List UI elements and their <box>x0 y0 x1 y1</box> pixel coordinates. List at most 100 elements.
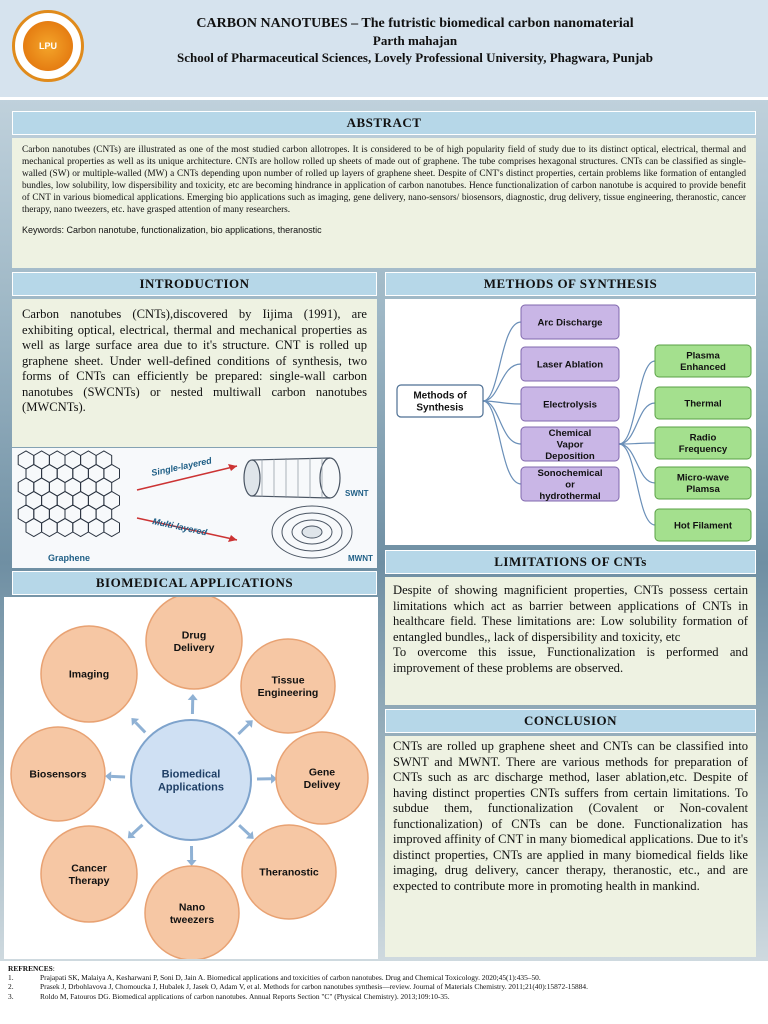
method-box <box>520 346 620 382</box>
connector-line <box>618 443 656 526</box>
center-node-label: Applications <box>158 781 224 793</box>
connector-line <box>618 402 656 445</box>
application-label: Cancer <box>71 862 107 874</box>
arrowhead <box>245 720 253 728</box>
poster-title: CARBON NANOTUBES – The futristic biomedi… <box>196 16 634 31</box>
graphene-sheet <box>17 450 120 538</box>
connector-line <box>482 321 522 402</box>
method-label: Chemical <box>549 428 592 439</box>
method-box <box>520 426 620 462</box>
arrow-shaft <box>111 774 126 779</box>
hexagon-cell <box>103 517 120 538</box>
conclusion-text: CNTs are rolled up graphene sheet and CN… <box>385 736 756 957</box>
application-node <box>40 625 138 723</box>
hexagon-cell <box>56 517 74 538</box>
cvd-type-box <box>654 386 752 420</box>
cvd-type-label: Micro-wave <box>677 473 729 484</box>
multi-layered-label: Multi-layered <box>152 516 209 537</box>
hexagon-cell <box>87 517 105 538</box>
logo-emblem: LPU <box>23 21 73 71</box>
cvd-type-label: Frequency <box>679 444 728 455</box>
school-name: School of Pharmaceutical Sciences, Lovel… <box>176 50 654 65</box>
abstract-panel: Carbon nanotubes (CNTs) are illustrated … <box>12 138 756 268</box>
reference-text: Roldo M, Fatouros DG. Biomedical applica… <box>40 991 450 1001</box>
arrow-shaft <box>131 823 144 836</box>
references-heading: REFRENCES <box>8 964 53 973</box>
method-label: or <box>565 479 575 490</box>
method-label: Sonochemical <box>537 468 602 479</box>
cvd-type-label: Hot Filament <box>674 520 733 531</box>
hexagon-cell <box>25 517 43 538</box>
arrowhead <box>127 830 136 839</box>
reference-text: Prajapati SK, Malaiya A, Kesharwani P, S… <box>40 973 541 983</box>
mwnt-tube <box>271 505 353 559</box>
center-node <box>130 719 252 841</box>
cvd-type-box <box>654 466 752 500</box>
application-label: Engineering <box>258 687 319 699</box>
poster-header: LPU CARBON NANOTUBES – The futristic bio… <box>0 0 768 100</box>
connector-line <box>482 400 522 485</box>
application-label: tweezers <box>170 914 215 926</box>
application-label: Therapy <box>69 875 110 887</box>
method-label: Laser Ablation <box>537 359 603 370</box>
cvd-type-label: Plamsa <box>686 484 720 495</box>
method-box <box>520 304 620 340</box>
arrowhead <box>105 771 112 782</box>
arrowhead <box>228 535 237 542</box>
application-node <box>240 638 336 734</box>
limitations-heading: LIMITATIONS OF CNTs <box>385 550 756 574</box>
swnt-tube <box>243 457 341 499</box>
introduction-heading: INTRODUCTION <box>12 272 377 296</box>
connector-line <box>618 360 656 445</box>
method-label: hydrothermal <box>539 491 600 502</box>
cvd-type-label: Enhanced <box>680 362 726 373</box>
references: REFRENCES: 1.Prajapati SK, Malaiya A, Ke… <box>0 961 768 1024</box>
arrow-shaft <box>238 824 251 836</box>
connector-line <box>482 400 522 405</box>
method-box <box>520 466 620 502</box>
method-box <box>520 386 620 422</box>
application-node <box>40 825 138 923</box>
arrowhead <box>270 773 277 784</box>
mwnt-label: MWNT <box>348 554 373 563</box>
methods-root-label: Methods of <box>413 391 467 402</box>
swnt-label: SWNT <box>345 489 369 498</box>
reference-number: 1. <box>8 973 14 983</box>
multi-layer-arrow <box>136 517 238 541</box>
application-label: Drug <box>182 629 207 641</box>
cvd-type-box <box>654 344 752 378</box>
introduction-text: Carbon nanotubes (CNTs),discovered by Ii… <box>12 299 377 447</box>
cvd-type-label: Thermal <box>684 398 721 409</box>
cvd-type-box <box>654 508 752 542</box>
method-label: Arc Discharge <box>537 317 602 328</box>
author-name: Parth mahajan <box>372 33 458 48</box>
reference-number: 2. <box>8 982 14 992</box>
application-node <box>275 731 369 825</box>
application-label: Nano <box>179 901 205 913</box>
reference-item: 3. Roldo M, Fatouros DG. Biomedical appli… <box>8 992 760 1001</box>
connector-line <box>482 400 522 445</box>
abstract-text: Carbon nanotubes (CNTs) are illustrated … <box>22 145 746 215</box>
connector-line <box>618 443 656 484</box>
reference-number: 3. <box>8 991 14 1001</box>
arrow-shaft <box>237 723 250 736</box>
reference-item: 1. Prajapati SK, Malaiya A, Kesharwani P,… <box>8 973 760 982</box>
methods-root-box <box>396 384 484 418</box>
conclusion-heading: CONCLUSION <box>385 709 756 733</box>
graphene-label: Graphene <box>48 553 90 563</box>
application-label: Delivery <box>174 642 215 654</box>
reference-text: Prasek J, Drbohlavova J, Chomoucka J, Hu… <box>40 982 588 992</box>
application-label: Imaging <box>69 669 109 681</box>
arrowhead <box>186 860 197 866</box>
graphene-nanotube-figure: Graphene Single-layered Multi-layered SW… <box>12 448 377 568</box>
application-label: Delivey <box>304 779 341 791</box>
application-label: Tissue <box>271 674 304 686</box>
limitations-panel: Despite of showing magnificient properti… <box>385 577 756 705</box>
method-label: Vapor <box>557 439 584 450</box>
cvd-type-box <box>654 426 752 460</box>
limitations-text-2: To overcome this issue, Functionalizatio… <box>393 645 748 675</box>
methods-root-label: Synthesis <box>416 403 464 414</box>
single-layer-arrow <box>136 465 238 491</box>
